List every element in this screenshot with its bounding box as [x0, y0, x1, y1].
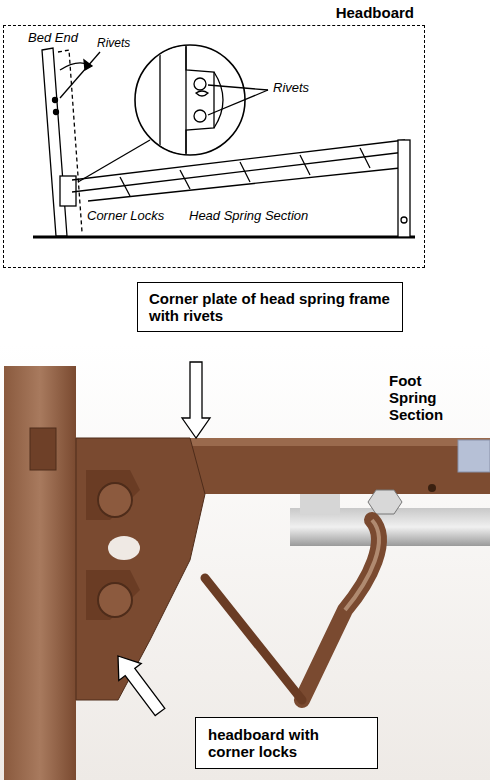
rivet — [98, 483, 132, 517]
rivet — [194, 110, 206, 122]
corner-lock — [60, 176, 76, 206]
rivet — [194, 78, 206, 90]
frame-heading: Headboard — [336, 4, 414, 21]
callout-arrow — [182, 362, 210, 438]
hole — [108, 536, 140, 560]
sticker — [458, 440, 490, 472]
frame-rail — [190, 438, 490, 494]
leader-line — [60, 52, 100, 98]
tab — [30, 428, 56, 470]
part-label: Rivets — [272, 80, 310, 95]
corner-plate — [76, 438, 205, 700]
part-label: Corner Locks — [86, 208, 165, 223]
photo — [0, 345, 490, 780]
bed-end-post — [42, 48, 67, 236]
hex-bolt — [368, 490, 402, 514]
section-label: Foot Spring Section — [388, 372, 462, 423]
spring-leg — [398, 140, 410, 237]
callout-box: headboard with corner locks — [195, 717, 378, 769]
callout-box: Corner plate of head spring frame with r… — [137, 282, 403, 332]
callout-text: headboard with corner locks — [208, 726, 365, 760]
line-drawing — [33, 40, 415, 237]
floor-line — [33, 236, 415, 239]
leader-line — [78, 140, 150, 182]
magnifier-circle — [135, 45, 245, 155]
part-label: Rivets — [96, 36, 131, 50]
spring-rail — [72, 140, 405, 180]
headboard-post — [4, 366, 76, 780]
part-label: Head Spring Section — [188, 208, 309, 223]
handle — [302, 520, 379, 700]
callout-text: Corner plate of head spring frame with r… — [149, 290, 391, 324]
rivet — [98, 583, 132, 617]
part-label: Bed End — [27, 30, 79, 45]
leader-line — [208, 85, 268, 90]
dashed-frame: Headboard — [3, 25, 425, 268]
callout-arrow — [107, 648, 171, 721]
